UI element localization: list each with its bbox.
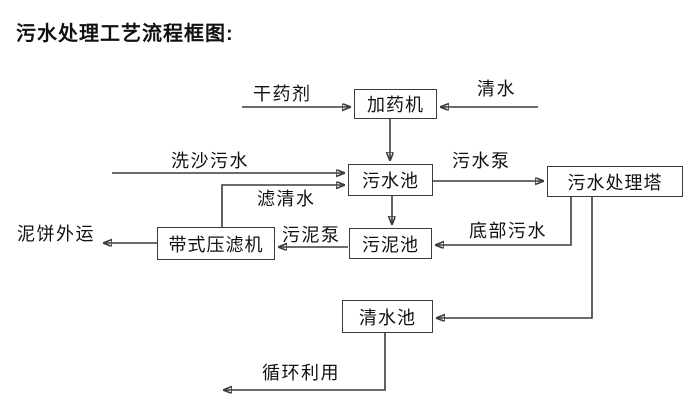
label-filtered-water: 滤清水 (257, 189, 316, 209)
node-sewage-pool-label: 污水池 (362, 171, 419, 191)
node-belt-filter-press-label: 带式压滤机 (168, 234, 264, 255)
label-mud-cake-outbound: 泥饼外运 (17, 224, 95, 244)
node-sewage-treatment-tower: 污水处理塔 (547, 166, 683, 197)
node-clear-water-pool-label: 清水池 (359, 307, 416, 328)
page-title: 污水处理工艺流程框图: (16, 23, 234, 45)
label-sewage-pump: 污水泵 (452, 151, 511, 171)
node-sewage-treatment-tower-label: 污水处理塔 (567, 172, 663, 193)
node-sludge-pool: 污泥池 (349, 228, 432, 259)
label-dry-chemical: 干药剂 (253, 84, 312, 104)
label-sand-washing-sewage: 洗沙污水 (171, 151, 249, 171)
label-recycling: 循环利用 (262, 363, 340, 383)
node-dosing-machine-label: 加药机 (367, 95, 424, 115)
node-sludge-pool-label: 污泥池 (362, 234, 419, 255)
label-sludge-pump: 污泥泵 (282, 225, 341, 245)
node-belt-filter-press: 带式压滤机 (157, 227, 275, 260)
label-bottom-sewage: 底部污水 (469, 221, 547, 241)
node-dosing-machine: 加药机 (354, 89, 437, 119)
label-clear-water: 清水 (477, 79, 516, 99)
node-sewage-pool: 污水池 (348, 164, 433, 196)
arrow-tower-to-clear-water-pool (437, 197, 593, 318)
node-clear-water-pool: 清水池 (342, 300, 433, 333)
